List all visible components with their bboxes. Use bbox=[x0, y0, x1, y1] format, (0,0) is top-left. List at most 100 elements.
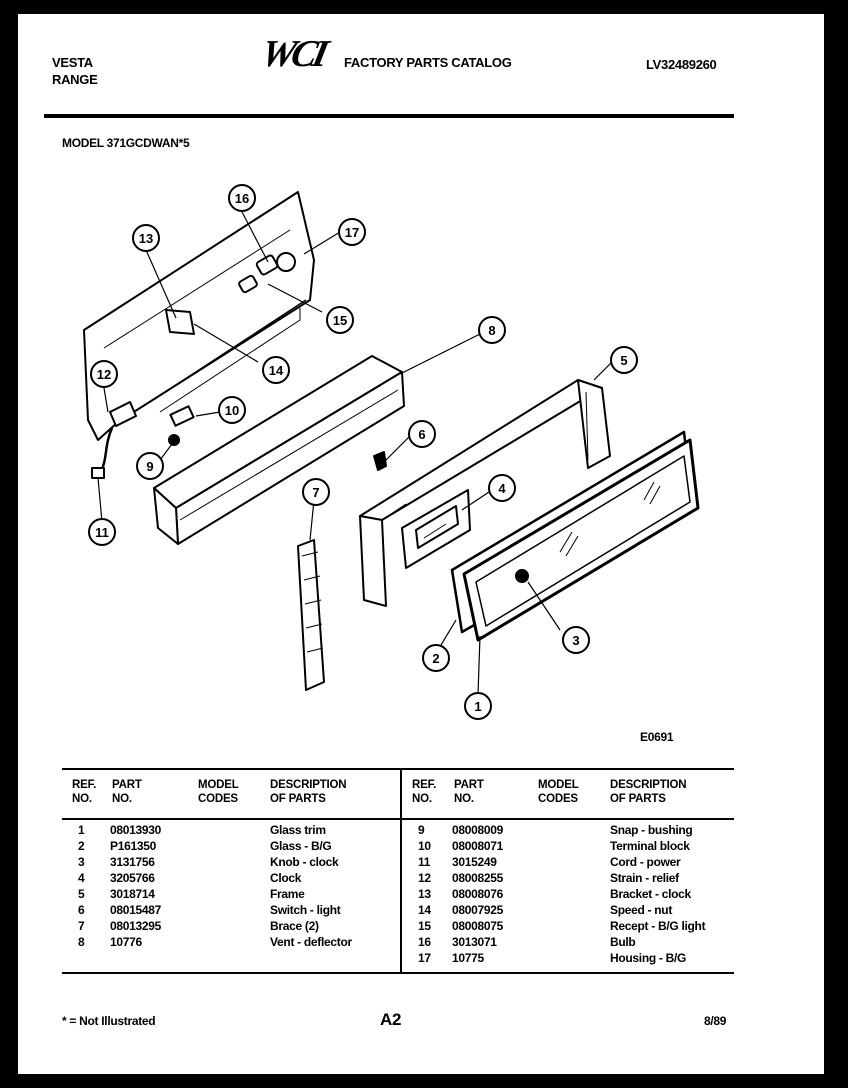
row-part: P161350 bbox=[110, 839, 156, 853]
row-desc: Bracket - clock bbox=[610, 887, 691, 901]
row-desc: Clock bbox=[270, 871, 302, 885]
svg-text:3: 3 bbox=[572, 633, 579, 648]
row-ref: 12 bbox=[418, 871, 431, 885]
callout-11: 11 bbox=[88, 518, 116, 546]
callout-4: 4 bbox=[488, 474, 516, 502]
row-part: 3205766 bbox=[110, 871, 155, 885]
row-desc: Bulb bbox=[610, 935, 636, 949]
header-ref-no: REF.NO. bbox=[412, 779, 437, 805]
row-ref: 10 bbox=[418, 839, 431, 853]
callout-9: 9 bbox=[136, 452, 164, 480]
row-desc: Strain - relief bbox=[610, 871, 679, 885]
svg-text:6: 6 bbox=[418, 427, 425, 442]
callout-16: 16 bbox=[228, 184, 256, 212]
row-ref: 2 bbox=[78, 839, 85, 853]
row-desc: Recept - B/G light bbox=[610, 919, 706, 933]
row-part: 08008075 bbox=[452, 919, 503, 933]
row-part: 3013071 bbox=[452, 935, 497, 949]
callout-15: 15 bbox=[326, 306, 354, 334]
row-desc: Cord - power bbox=[610, 855, 681, 869]
callout-17: 17 bbox=[338, 218, 366, 246]
row-ref: 9 bbox=[418, 823, 425, 837]
svg-text:8: 8 bbox=[488, 323, 495, 338]
svg-text:16: 16 bbox=[235, 191, 249, 206]
callout-5: 5 bbox=[610, 346, 638, 374]
row-ref: 3 bbox=[78, 855, 85, 869]
table-header-rule bbox=[62, 818, 734, 820]
row-part: 10775 bbox=[452, 951, 484, 965]
callout-13: 13 bbox=[132, 224, 160, 252]
row-part: 08008071 bbox=[452, 839, 503, 853]
callout-6: 6 bbox=[408, 420, 436, 448]
callout-14: 14 bbox=[262, 356, 290, 384]
table-top-rule bbox=[62, 768, 734, 770]
svg-text:12: 12 bbox=[97, 367, 111, 382]
callout-7: 7 bbox=[302, 478, 330, 506]
callout-8: 8 bbox=[478, 316, 506, 344]
catalog-title: FACTORY PARTS CATALOG bbox=[344, 55, 512, 70]
row-part: 3018714 bbox=[110, 887, 155, 901]
svg-text:4: 4 bbox=[498, 481, 506, 496]
row-part: 08008255 bbox=[452, 871, 503, 885]
row-ref: 8 bbox=[78, 935, 85, 949]
row-desc: Terminal block bbox=[610, 839, 690, 853]
print-date: 8/89 bbox=[704, 1014, 727, 1028]
callout-1: 1 bbox=[464, 692, 492, 720]
row-ref: 11 bbox=[418, 855, 431, 869]
row-ref: 17 bbox=[418, 951, 431, 965]
brand-name: VESTA bbox=[52, 55, 93, 70]
header-rule bbox=[44, 114, 734, 118]
table-divider bbox=[400, 768, 402, 974]
svg-text:14: 14 bbox=[269, 363, 284, 378]
callout-2: 2 bbox=[422, 644, 450, 672]
callout-labels: 1 2 3 4 5 6 7 8 9 10 11 12 13 14 15 16 1… bbox=[88, 184, 638, 720]
row-desc: Speed - nut bbox=[610, 903, 673, 917]
row-part: 3015249 bbox=[452, 855, 497, 869]
row-ref: 15 bbox=[418, 919, 431, 933]
row-desc: Frame bbox=[270, 887, 305, 901]
row-desc: Knob - clock bbox=[270, 855, 339, 869]
row-ref: 6 bbox=[78, 903, 85, 917]
product-type: RANGE bbox=[52, 72, 98, 87]
exploded-parts-diagram: 1 2 3 4 5 6 7 8 9 10 11 12 13 14 15 16 1… bbox=[83, 184, 700, 720]
svg-text:15: 15 bbox=[333, 313, 347, 328]
row-desc: Glass trim bbox=[270, 823, 326, 837]
figure-code: E0691 bbox=[640, 730, 674, 744]
row-part: 10776 bbox=[110, 935, 142, 949]
row-desc: Vent - deflector bbox=[270, 935, 352, 949]
svg-text:2: 2 bbox=[432, 651, 439, 666]
svg-text:7: 7 bbox=[312, 485, 319, 500]
catalog-number: LV32489260 bbox=[646, 57, 717, 72]
page-code: A2 bbox=[380, 1010, 402, 1029]
row-part: 08015487 bbox=[110, 903, 161, 917]
row-part: 08007925 bbox=[452, 903, 503, 917]
table-bottom-rule bbox=[62, 972, 734, 974]
model-number: MODEL 371GCDWAN*5 bbox=[62, 136, 190, 150]
callout-10: 10 bbox=[218, 396, 246, 424]
row-desc: Snap - bushing bbox=[610, 823, 693, 837]
row-part: 08013930 bbox=[110, 823, 161, 837]
row-part: 08008009 bbox=[452, 823, 503, 837]
row-desc: Housing - B/G bbox=[610, 951, 687, 965]
svg-text:13: 13 bbox=[139, 231, 153, 246]
row-part: 08013295 bbox=[110, 919, 161, 933]
header-ref-no: REF.NO. bbox=[72, 779, 97, 805]
row-ref: 14 bbox=[418, 903, 431, 917]
callout-12: 12 bbox=[90, 360, 118, 388]
footnote: * = Not Illustrated bbox=[62, 1014, 156, 1028]
row-ref: 4 bbox=[78, 871, 85, 885]
svg-text:11: 11 bbox=[95, 525, 109, 540]
row-ref: 16 bbox=[418, 935, 431, 949]
callout-3: 3 bbox=[562, 626, 590, 654]
row-desc: Brace (2) bbox=[270, 919, 319, 933]
svg-text:9: 9 bbox=[146, 459, 153, 474]
row-desc: Switch - light bbox=[270, 903, 341, 917]
svg-text:5: 5 bbox=[620, 353, 627, 368]
svg-text:10: 10 bbox=[225, 403, 239, 418]
